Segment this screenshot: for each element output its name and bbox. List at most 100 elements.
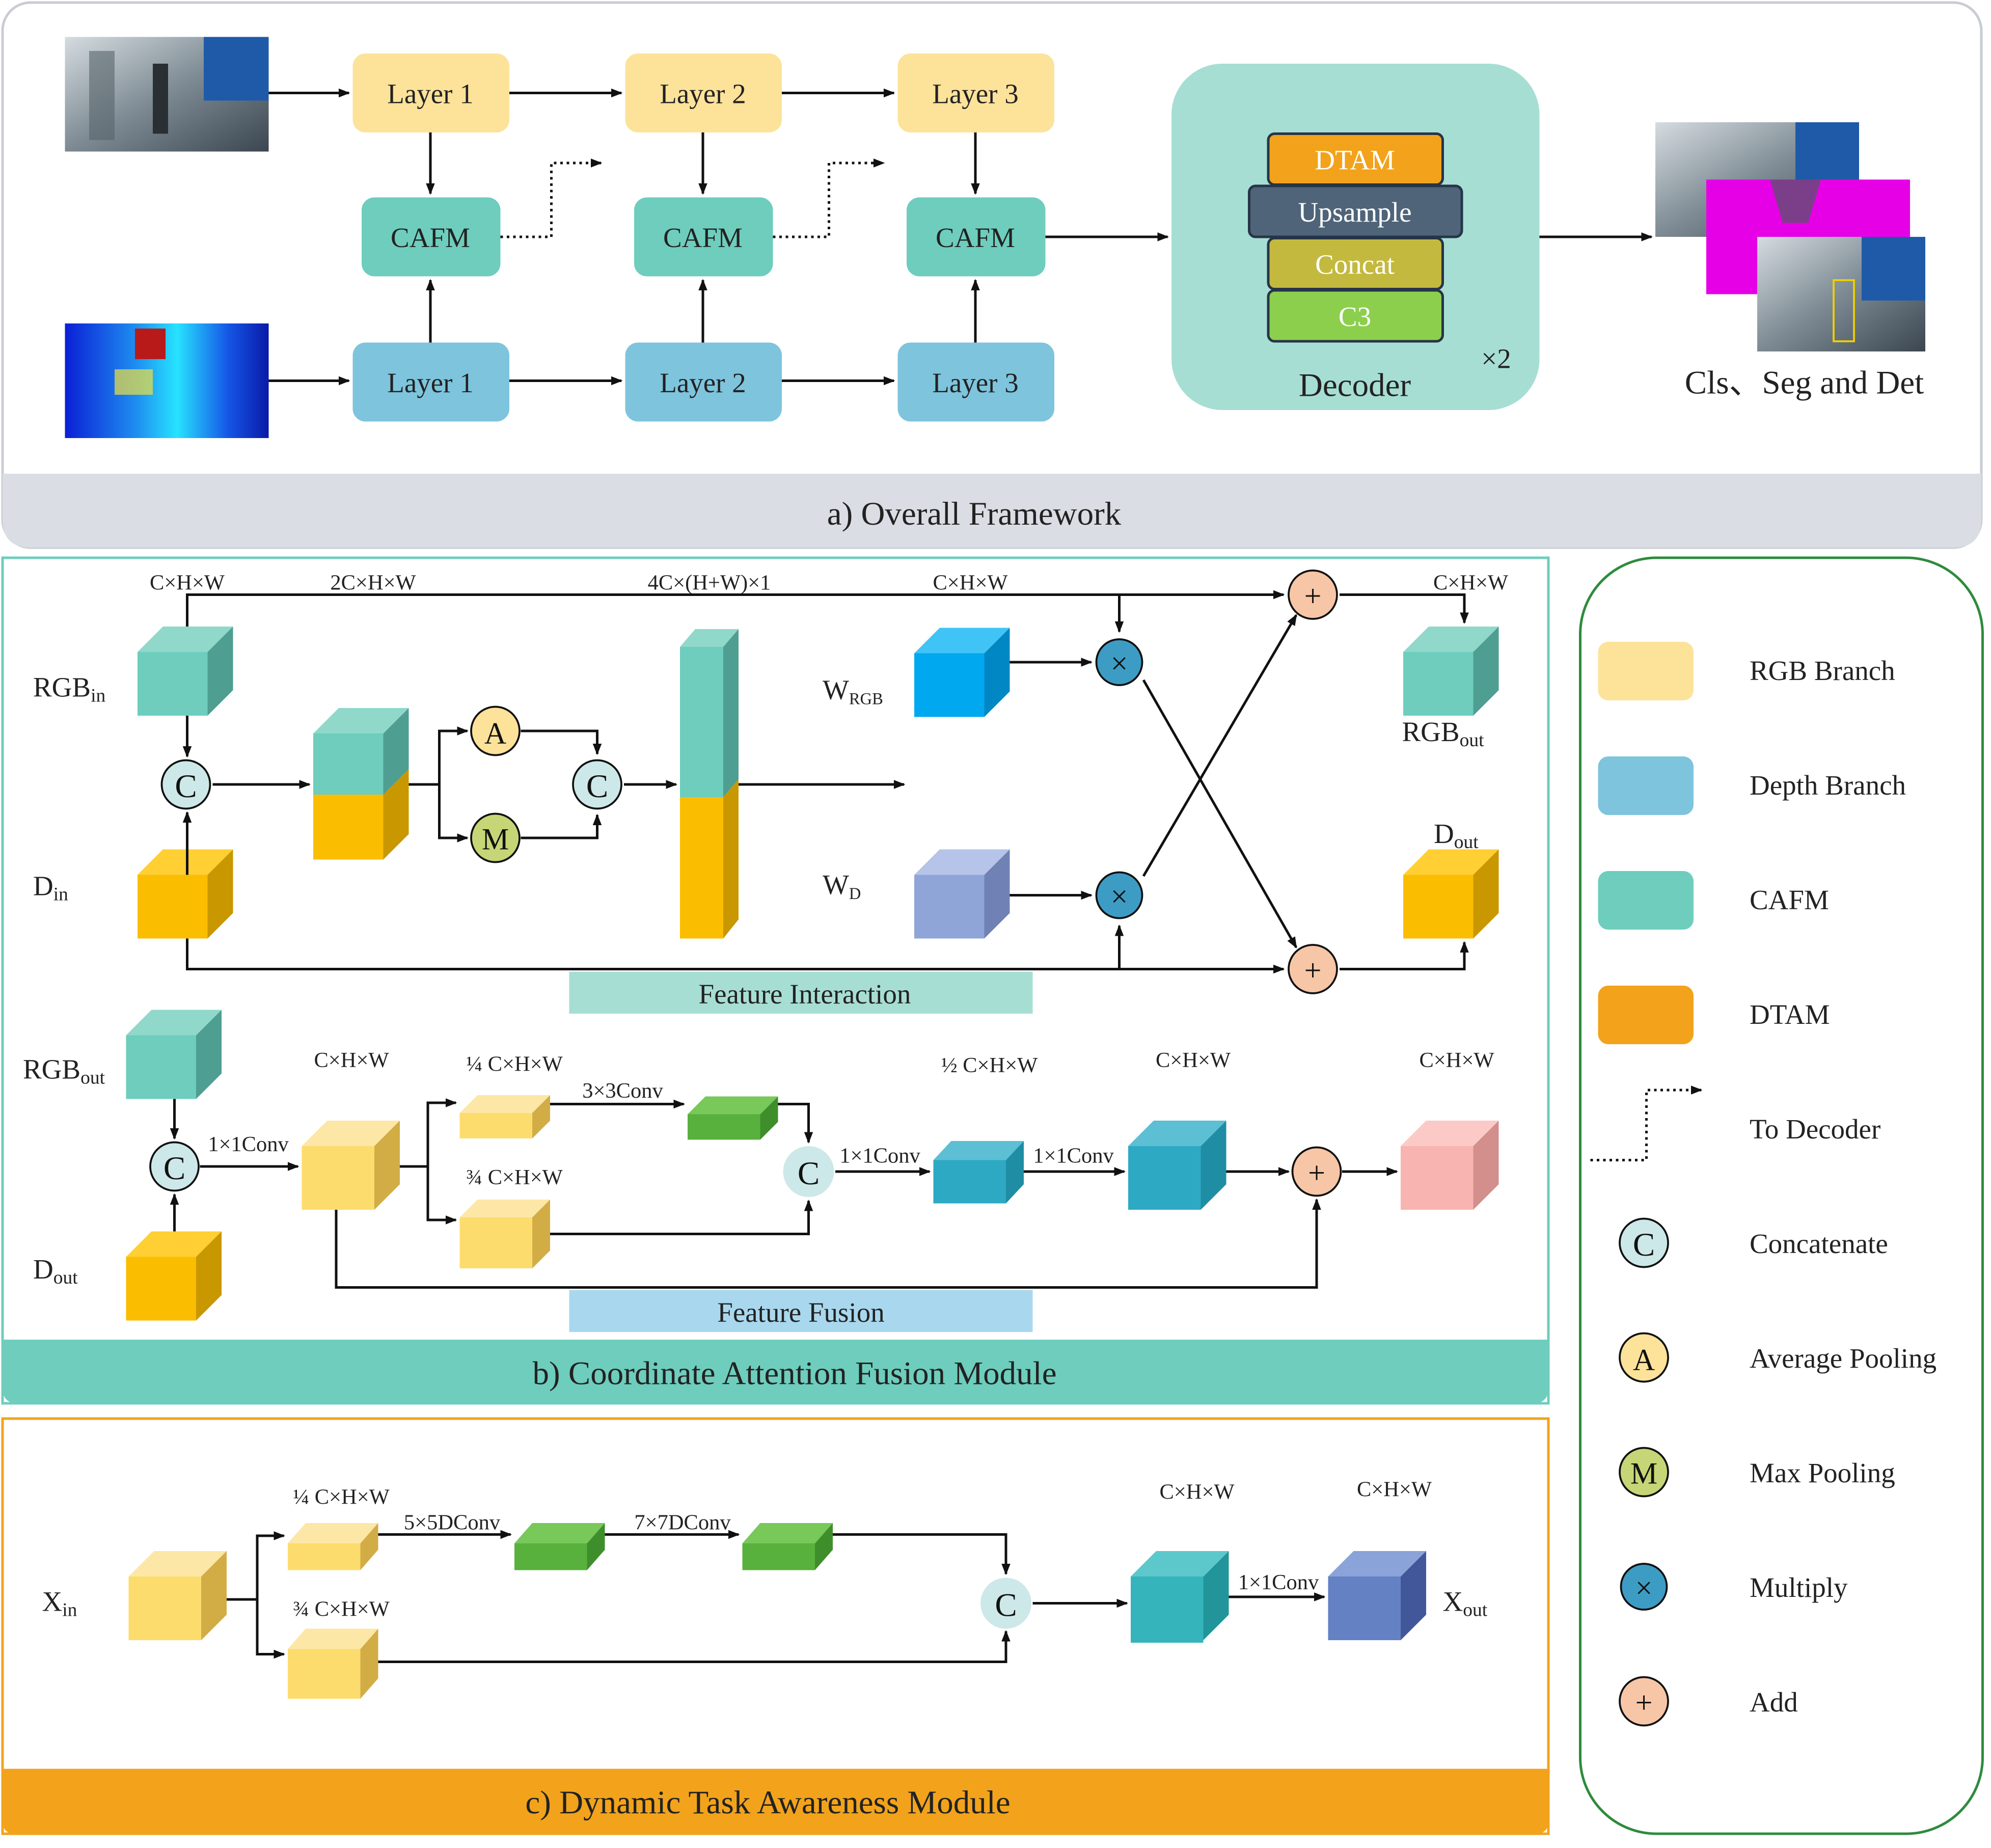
cafm-dim-1: C×H×W [150, 571, 225, 595]
decoder-dtam-label: DTAM [1315, 145, 1395, 176]
dtam-7x7-output-cube [742, 1523, 833, 1570]
dtam-conv-7x7: 7×7DConv [634, 1511, 731, 1535]
rgb-layer-1 [352, 53, 509, 132]
depth-layer-3 [897, 342, 1054, 422]
decoder: DTAM Upsample Concat C3 ×2 Decoder [1171, 64, 1540, 410]
legend-average-pooling-label: Average Pooling [1750, 1343, 1937, 1374]
cafm-row: CAFM CAFM CAFM [362, 197, 1046, 277]
decoder-label: Decoder [1299, 367, 1411, 404]
rgb-layer-3-label: Layer 3 [932, 78, 1018, 110]
fusion-3x3-output-cube [688, 1096, 778, 1140]
fusion-concat-cube [302, 1121, 400, 1210]
cafm-dim-3: 4C×(H+W)×1 [648, 571, 771, 595]
cafm-w-rgb-label: WRGB [823, 674, 883, 709]
fusion-d-out-cube [126, 1231, 222, 1321]
decoder-c3-label: C3 [1339, 301, 1371, 332]
svg-text:×: × [1635, 1571, 1653, 1605]
dtam-dim-b: C×H×W [1357, 1478, 1432, 1502]
cafm-block-2-label: CAFM [663, 222, 743, 253]
fusion-conv-3x3: 3×3Conv [582, 1079, 663, 1103]
svg-text:C: C [163, 1150, 185, 1187]
fusion-add-node: + [1291, 1146, 1342, 1197]
cafm-block-3-label: CAFM [936, 222, 1015, 253]
multiply-node-rgb: × [1095, 638, 1143, 686]
rgb-input-image [65, 37, 269, 152]
fusion-conv-1x1-c: 1×1Conv [1033, 1144, 1114, 1168]
dtam-concat-output-cube [1131, 1551, 1229, 1643]
svg-text:+: + [1635, 1686, 1653, 1720]
cafm-d-out-label: Dout [1434, 818, 1479, 853]
rgb-in-cube [138, 627, 233, 716]
fusion-full-cube [1128, 1121, 1226, 1210]
dtam-three-quarter-cube [288, 1628, 378, 1699]
overall-arrows [268, 88, 1653, 386]
dtam-arrows [227, 1530, 1326, 1663]
legend-add-label: Add [1750, 1687, 1798, 1718]
fusion-dim-a: C×H×W [314, 1048, 389, 1072]
feature-fusion-tag [569, 1290, 1033, 1332]
feature-fusion-label: Feature Fusion [717, 1297, 884, 1328]
multiply-node-d: × [1095, 871, 1143, 919]
pooled-feature-bar [680, 629, 739, 939]
svg-text:C: C [1633, 1227, 1655, 1263]
fusion-concat-node-2: C [783, 1146, 834, 1197]
interaction-arrows [182, 590, 1469, 974]
dtam-conv-5x5: 5×5DConv [404, 1511, 501, 1535]
fusion-conv-1x1-a: 1×1Conv [208, 1132, 289, 1156]
svg-text:+: + [1304, 954, 1322, 987]
legend-to-decoder: To Decoder [1590, 1085, 1880, 1161]
svg-text:×: × [1111, 880, 1128, 913]
dtam-x-in-label: Xin [42, 1586, 77, 1621]
legend-depth-branch-label: Depth Branch [1750, 770, 1906, 801]
cafm-d-in-label: Din [33, 871, 68, 905]
depth-layer-2-label: Layer 2 [660, 367, 746, 398]
decoder-upsample-label: Upsample [1298, 197, 1411, 228]
svg-text:C: C [995, 1587, 1017, 1624]
feature-interaction-label: Feature Interaction [699, 979, 911, 1010]
rgb-layer-row: Layer 1 Layer 2 Layer 3 [352, 53, 1054, 132]
legend-panel: RGB Branch Depth Branch CAFM DTAM To Dec… [1579, 556, 1984, 1835]
fusion-half-cube [933, 1141, 1024, 1204]
rgb-layer-3 [897, 53, 1054, 132]
max-pool-node: M [470, 812, 521, 863]
cafm-dim-2: 2C×H×W [330, 571, 416, 595]
decoder-concat-label: Concat [1315, 249, 1395, 280]
avg-pool-node: A [470, 705, 521, 756]
svg-text:M: M [1630, 1457, 1657, 1490]
cafm-block-3 [907, 197, 1046, 277]
fusion-quarter-cube [459, 1095, 550, 1138]
add-node-d: + [1288, 944, 1338, 994]
cafm-panel: b) Coordinate Attention Fusion Module C×… [1, 556, 1550, 1405]
cafm-dim-5: C×H×W [1433, 571, 1509, 595]
cafm-w-d-label: WD [823, 869, 861, 903]
legend-rgb-branch-label: RGB Branch [1750, 655, 1895, 686]
svg-text:A: A [484, 717, 506, 750]
dtam-panel: c) Dynamic Task Awareness Module Xin Xou… [1, 1417, 1550, 1835]
fusion-concat-node-1: C [149, 1141, 200, 1192]
legend-cafm-label: CAFM [1750, 884, 1829, 915]
concat-stacked-cube [313, 708, 409, 860]
dtam-x-out-label: Xout [1443, 1586, 1488, 1621]
legend-rgb-branch: RGB Branch [1598, 642, 1895, 700]
cafm-rgb-out-label: RGBout [1402, 716, 1485, 751]
fusion-arrows [170, 1098, 1398, 1289]
fusion-three-quarter-cube [459, 1200, 550, 1268]
cafm-block-1-label: CAFM [391, 222, 470, 253]
output-images: Cls、Seg and Det [1655, 122, 1925, 401]
rgb-layer-1-label: Layer 1 [387, 78, 474, 110]
svg-text:A: A [1633, 1343, 1655, 1377]
legend-multiply-label: Multiply [1750, 1572, 1848, 1603]
dtam-dim-a: C×H×W [1159, 1480, 1235, 1504]
fusion-output-cube [1401, 1121, 1499, 1210]
svg-text:C: C [586, 768, 608, 805]
depth-layer-2 [625, 342, 782, 422]
cafm-block-1 [362, 197, 501, 277]
depth-layer-1 [352, 342, 509, 422]
depth-layer-1-label: Layer 1 [387, 367, 474, 398]
fusion-dim-half: ½ C×H×W [941, 1053, 1038, 1077]
fusion-dim-c: C×H×W [1419, 1048, 1494, 1072]
dtam-x-out-cube [1328, 1551, 1426, 1640]
d-out-cube [1403, 849, 1499, 939]
fusion-rgb-out-cube [126, 1010, 222, 1099]
